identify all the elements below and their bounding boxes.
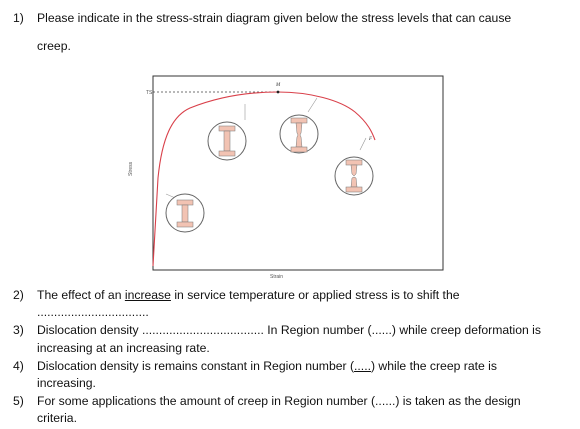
specimen-uniform-icon xyxy=(207,121,247,161)
y-axis-label: Stress xyxy=(128,161,134,176)
diagram-frame xyxy=(152,75,444,271)
question-2-text-pre: The effect of an xyxy=(37,288,125,302)
question-2-text-post: in service temperature or applied stress… xyxy=(170,288,460,302)
specimen-elastic-icon xyxy=(165,193,205,233)
question-3-text-b: In Region number (......) while creep de… xyxy=(263,323,541,337)
f-label: F xyxy=(368,137,373,142)
question-4-continuation: increasing. xyxy=(37,376,96,390)
question-3-text-a: Dislocation density xyxy=(37,323,142,337)
question-1-number: 1) xyxy=(13,11,24,25)
question-2-blank[interactable]: ................................. xyxy=(37,305,149,319)
m-label: M xyxy=(275,83,281,88)
question-2-underlined: increase xyxy=(124,288,171,302)
specimen-fracture-icon xyxy=(334,156,374,196)
specimen-necking-icon xyxy=(279,114,319,154)
question-5-text: For some applications the amount of cree… xyxy=(37,394,521,408)
question-2-number: 2) xyxy=(13,288,24,302)
point-m xyxy=(276,90,280,94)
question-4-text-a: Dislocation density is remains constant … xyxy=(37,359,355,373)
question-4-blank[interactable]: ..... xyxy=(354,359,371,373)
question-1-continuation: creep. xyxy=(37,39,71,53)
question-3-continuation: increasing at an increasing rate. xyxy=(37,341,210,355)
ts-label: TS xyxy=(146,90,153,96)
question-1-text: Please indicate in the stress-strain dia… xyxy=(37,11,512,25)
question-4-text-b: ) while the creep rate is xyxy=(370,359,497,373)
arrow-to-necking xyxy=(307,97,318,113)
question-4-number: 4) xyxy=(13,359,24,373)
x-axis-label: Strain xyxy=(270,274,283,280)
stress-strain-diagram: TS M F Strain Stress xyxy=(128,75,444,280)
question-5-number: 5) xyxy=(13,394,24,408)
arrow-to-fracture xyxy=(359,137,367,151)
question-3-blank[interactable]: .................................... xyxy=(142,323,264,337)
stress-strain-curve xyxy=(152,91,376,267)
question-5-continuation: criteria. xyxy=(37,411,77,425)
question-3-number: 3) xyxy=(13,323,24,337)
